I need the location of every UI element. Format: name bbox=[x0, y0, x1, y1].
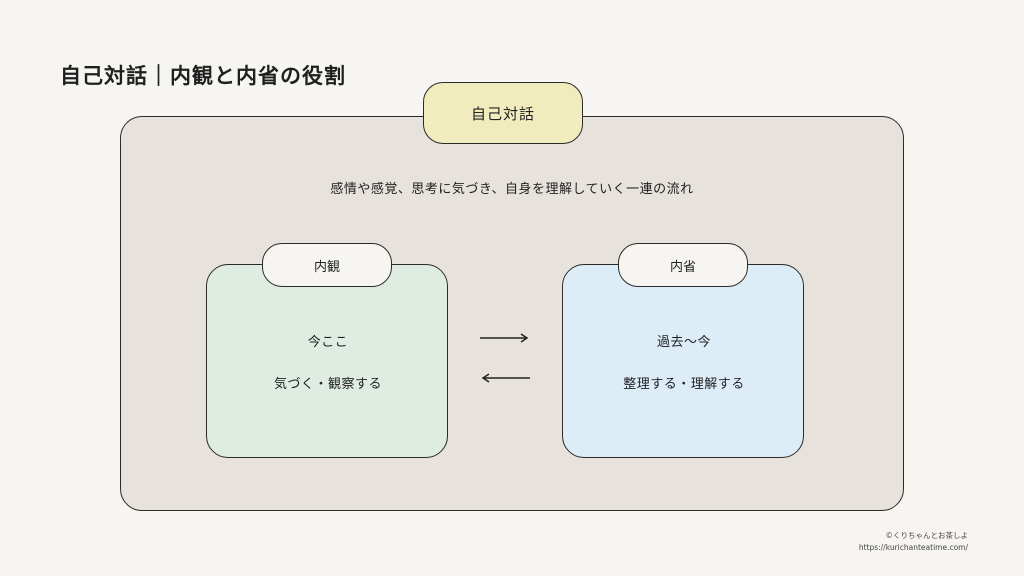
arrow-left-icon bbox=[481, 373, 530, 383]
introspection-line-2: 気づく・観察する bbox=[273, 377, 382, 392]
introspection-line-1: 今ここ bbox=[307, 335, 349, 350]
self-dialogue-description: 感情や感覚、思考に気づき、自身を理解していく一連の流れ bbox=[330, 182, 694, 197]
reflection-line-2: 整理する・理解する bbox=[623, 377, 745, 392]
introspection-card: 今ここ 気づく・観察する bbox=[206, 264, 448, 458]
footer-credit: ©くりちゃんとお茶しよ bbox=[885, 531, 969, 540]
page-title: 自己対話｜内観と内省の役割 bbox=[60, 64, 346, 88]
reflection-card: 過去〜今 整理する・理解する bbox=[562, 264, 804, 458]
self-dialogue-label: 自己対話 bbox=[423, 82, 583, 144]
reflection-label: 内省 bbox=[618, 243, 748, 287]
reflection-line-1: 過去〜今 bbox=[656, 335, 711, 350]
footer-url: https://kurichanteatime.com/ bbox=[858, 543, 968, 552]
bidirectional-arrows bbox=[480, 333, 530, 383]
arrow-right-icon bbox=[480, 333, 529, 343]
introspection-label: 内観 bbox=[262, 243, 392, 287]
